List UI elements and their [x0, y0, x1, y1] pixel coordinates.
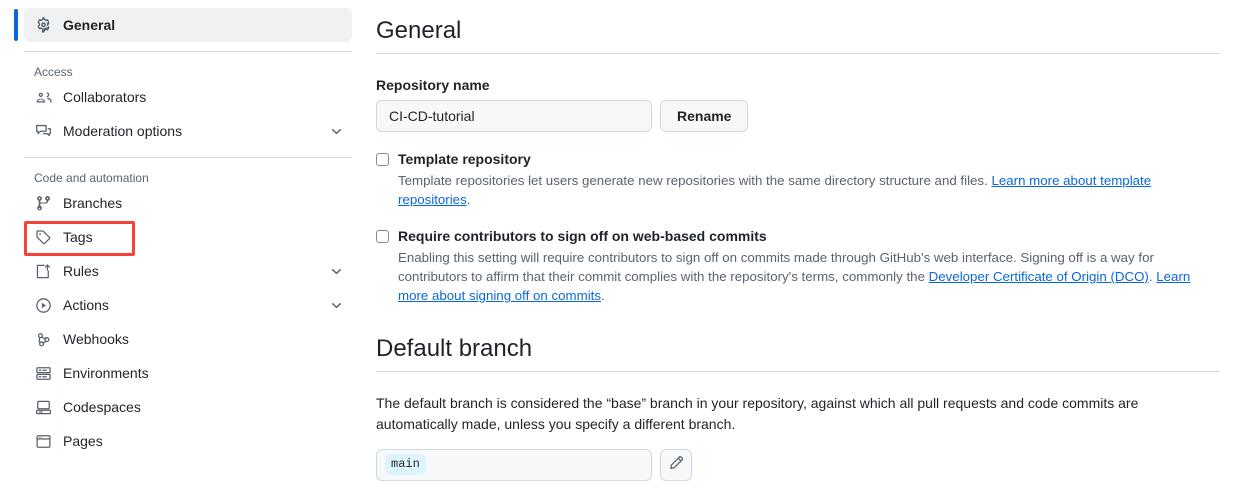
repository-name-label: Repository name	[376, 77, 490, 93]
sidebar-section-heading-access: Access	[34, 65, 73, 79]
template-repository-description: Template repositories let users generate…	[398, 171, 1220, 210]
people-icon	[34, 88, 52, 106]
rename-button[interactable]: Rename	[660, 100, 749, 132]
sidebar-item-moderation-options[interactable]: Moderation options	[24, 114, 352, 148]
template-repository-description-period: .	[466, 191, 471, 207]
server-icon	[34, 364, 52, 382]
pencil-icon	[668, 455, 684, 474]
sidebar-item-rules[interactable]: Rules	[24, 254, 352, 288]
sidebar-item-environments[interactable]: Environments	[24, 356, 352, 390]
default-branch-title: Default branch	[376, 334, 1220, 372]
signoff-description-text-2: .	[1148, 268, 1157, 284]
sidebar-item-codespaces[interactable]: Codespaces	[24, 390, 352, 424]
rules-icon	[34, 262, 52, 280]
signoff-commits-checkbox[interactable]	[376, 230, 389, 244]
sidebar-divider	[24, 157, 352, 158]
sidebar-item-label: Collaborators	[63, 89, 147, 105]
browser-window-icon	[34, 432, 52, 450]
codespaces-icon	[34, 398, 52, 416]
git-branch-icon	[34, 194, 52, 212]
sidebar-item-actions[interactable]: Actions	[24, 288, 352, 322]
sidebar-item-label: Webhooks	[63, 331, 129, 347]
dco-link[interactable]: Developer Certificate of Origin (DCO)	[928, 268, 1149, 284]
default-branch-description: The default branch is considered the “ba…	[376, 394, 1139, 432]
chevron-down-icon[interactable]	[328, 123, 344, 139]
sidebar-item-branches[interactable]: Branches	[24, 186, 352, 220]
signoff-description-text-1: Enabling this setting will require contr…	[398, 249, 1154, 284]
signoff-commits-setting: Require contributors to sign off on web-…	[376, 227, 1220, 305]
settings-main-content: General Repository name CI-CD-tutorial R…	[370, 0, 1244, 498]
learn-more-template-repositories-link[interactable]: Learn more about template repositories	[398, 172, 1152, 207]
play-circle-icon	[34, 296, 52, 314]
sidebar-item-pages[interactable]: Pages	[24, 424, 352, 458]
sidebar-item-label: Branches	[63, 195, 123, 211]
repository-name-input[interactable]: CI-CD-tutorial	[376, 100, 652, 132]
template-repository-setting: Template repository Template repositorie…	[376, 150, 1220, 209]
chevron-down-icon[interactable]	[328, 297, 344, 313]
repository-name-row: CI-CD-tutorial Rename	[376, 100, 1220, 132]
sidebar-item-label: Rules	[63, 263, 99, 279]
chevron-down-icon[interactable]	[328, 263, 344, 279]
sidebar-item-label: General	[63, 17, 116, 33]
sidebar-divider	[24, 51, 352, 52]
template-repository-checkbox[interactable]	[376, 153, 389, 166]
sidebar-section-heading-code-and-automation: Code and automation	[34, 171, 149, 185]
signoff-commits-description: Enabling this setting will require contr…	[398, 248, 1220, 306]
tag-icon	[34, 228, 52, 246]
comment-discussion-icon	[34, 122, 52, 140]
edit-default-branch-button[interactable]	[660, 448, 692, 481]
sidebar-item-label: Moderation options	[63, 123, 183, 139]
webhook-icon	[34, 330, 52, 348]
settings-sidebar: General Access Collaborators Moderation …	[0, 0, 370, 498]
sidebar-item-label: Environments	[63, 365, 149, 381]
learn-more-signing-off-link[interactable]: Learn more about signing off on commits	[398, 268, 1191, 304]
sidebar-item-general[interactable]: General	[14, 8, 352, 42]
default-branch-display: main	[376, 448, 652, 481]
sidebar-item-label: Pages	[63, 433, 103, 449]
default-branch-name: main	[385, 454, 426, 475]
default-branch-row: main	[376, 448, 1220, 481]
signoff-description-text-3: .	[601, 288, 605, 304]
sidebar-item-label: Actions	[63, 297, 109, 313]
template-repository-label: Template repository	[398, 151, 531, 167]
sidebar-item-label: Tags	[63, 229, 93, 245]
page-title: General	[376, 16, 1220, 54]
sidebar-item-collaborators[interactable]: Collaborators	[24, 80, 352, 114]
gear-icon	[34, 16, 52, 34]
sidebar-item-tags[interactable]: Tags	[24, 220, 352, 254]
signoff-commits-label: Require contributors to sign off on web-…	[398, 228, 767, 245]
template-repository-description-text: Template repositories let users generate…	[398, 172, 992, 188]
sidebar-item-label: Codespaces	[63, 399, 141, 415]
sidebar-item-webhooks[interactable]: Webhooks	[24, 322, 352, 356]
